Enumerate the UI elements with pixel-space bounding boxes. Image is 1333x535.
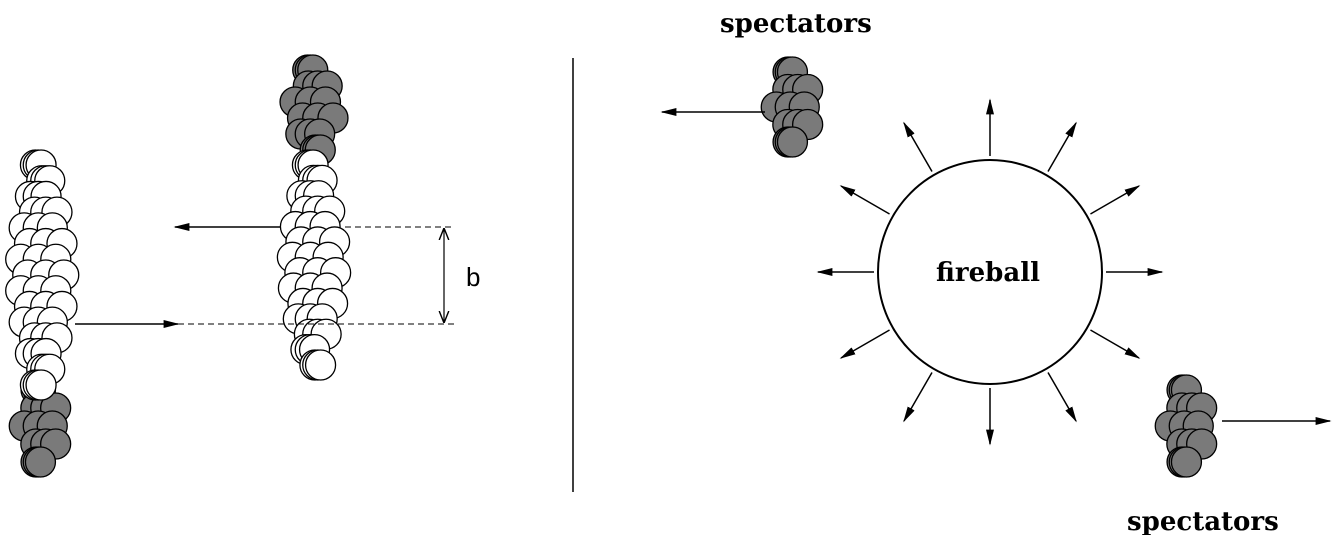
expansion-arrow [903,372,933,423]
spectator-nucleon [1170,446,1203,478]
fireball-expansion-arrows [816,98,1164,446]
left-nucleus [5,149,80,478]
expansion-arrow [1047,121,1077,172]
expansion-arrow [839,329,890,359]
expansion-arrow [903,121,933,172]
spectators-bottom-label: spectators [1127,507,1279,535]
expansion-arrow [1047,372,1077,423]
spectators-top-label: spectators [720,9,872,39]
expansion-arrow [1090,329,1141,359]
right-nucleus [276,54,352,381]
spectators-bottom-cluster [1154,374,1218,478]
expansion-arrow [1090,185,1141,215]
participant-nucleon [25,369,57,401]
spectator-nucleon [776,126,809,158]
spectators-top-cluster [760,56,824,158]
spectator-nucleon [24,446,57,478]
fireball-label: fireball [936,258,1040,288]
impact-parameter-label: b [466,262,480,292]
expansion-arrow [839,185,890,215]
fireball-circle [877,159,1103,385]
participant-nucleon [304,349,337,381]
